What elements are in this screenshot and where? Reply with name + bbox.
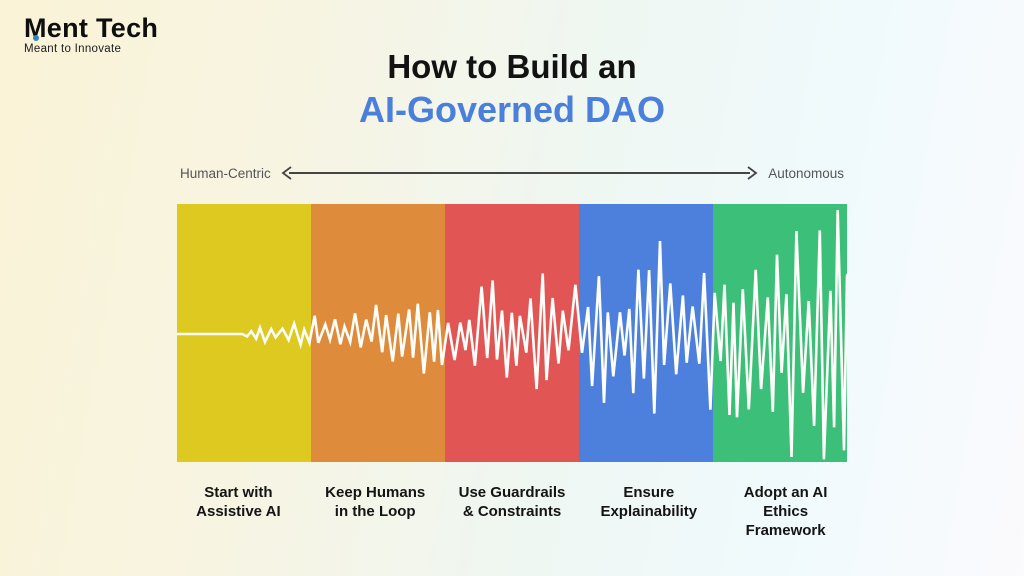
band-5 bbox=[713, 204, 847, 462]
stage-label-line: Explainability bbox=[600, 503, 698, 521]
page-title: How to Build an AI-Governed DAO bbox=[0, 46, 1024, 134]
stage-label-line: Adopt an AI bbox=[743, 484, 828, 501]
logo: Ment Tech Meant to Innovate bbox=[24, 14, 158, 56]
title-line-2: AI-Governed DAO bbox=[358, 89, 666, 131]
arrowhead-left-icon bbox=[281, 166, 292, 180]
axis-label-right: Autonomous bbox=[768, 165, 844, 181]
arrow-line bbox=[288, 172, 751, 174]
spectrum-axis: Human-Centric Autonomous bbox=[180, 165, 844, 181]
band-2 bbox=[311, 204, 445, 462]
stage-label-line: Assistive AI bbox=[196, 503, 281, 521]
arrowhead-right-icon bbox=[747, 166, 758, 180]
stage-label-line: Ethics bbox=[763, 503, 809, 521]
axis-label-left: Human-Centric bbox=[180, 165, 271, 181]
stage-label-2: Keep Humans in the Loop bbox=[307, 483, 444, 541]
logo-dot-icon bbox=[33, 35, 39, 41]
band-1 bbox=[177, 204, 311, 462]
stage-label-line: & Constraints bbox=[462, 503, 562, 521]
band-4 bbox=[579, 204, 713, 462]
double-arrow bbox=[281, 165, 758, 181]
stage-label-line: Keep Humans bbox=[325, 484, 426, 501]
stage-label-line: Use Guardrails bbox=[458, 484, 566, 501]
logo-tagline: Meant to Innovate bbox=[24, 43, 122, 56]
stage-label-line: Framework bbox=[745, 522, 826, 540]
logo-text: Ment Tech bbox=[24, 13, 159, 43]
title-line-1: How to Build an bbox=[387, 48, 637, 85]
stage-label-line: Start with bbox=[204, 484, 273, 501]
spectrum-bands bbox=[177, 204, 847, 462]
stage-label-line: Ensure bbox=[623, 484, 675, 501]
band-3 bbox=[445, 204, 579, 462]
stage-label-3: Use Guardrails & Constraints bbox=[444, 483, 581, 541]
logo-name: Ment Tech bbox=[24, 14, 158, 42]
stage-label-line: in the Loop bbox=[334, 503, 416, 521]
